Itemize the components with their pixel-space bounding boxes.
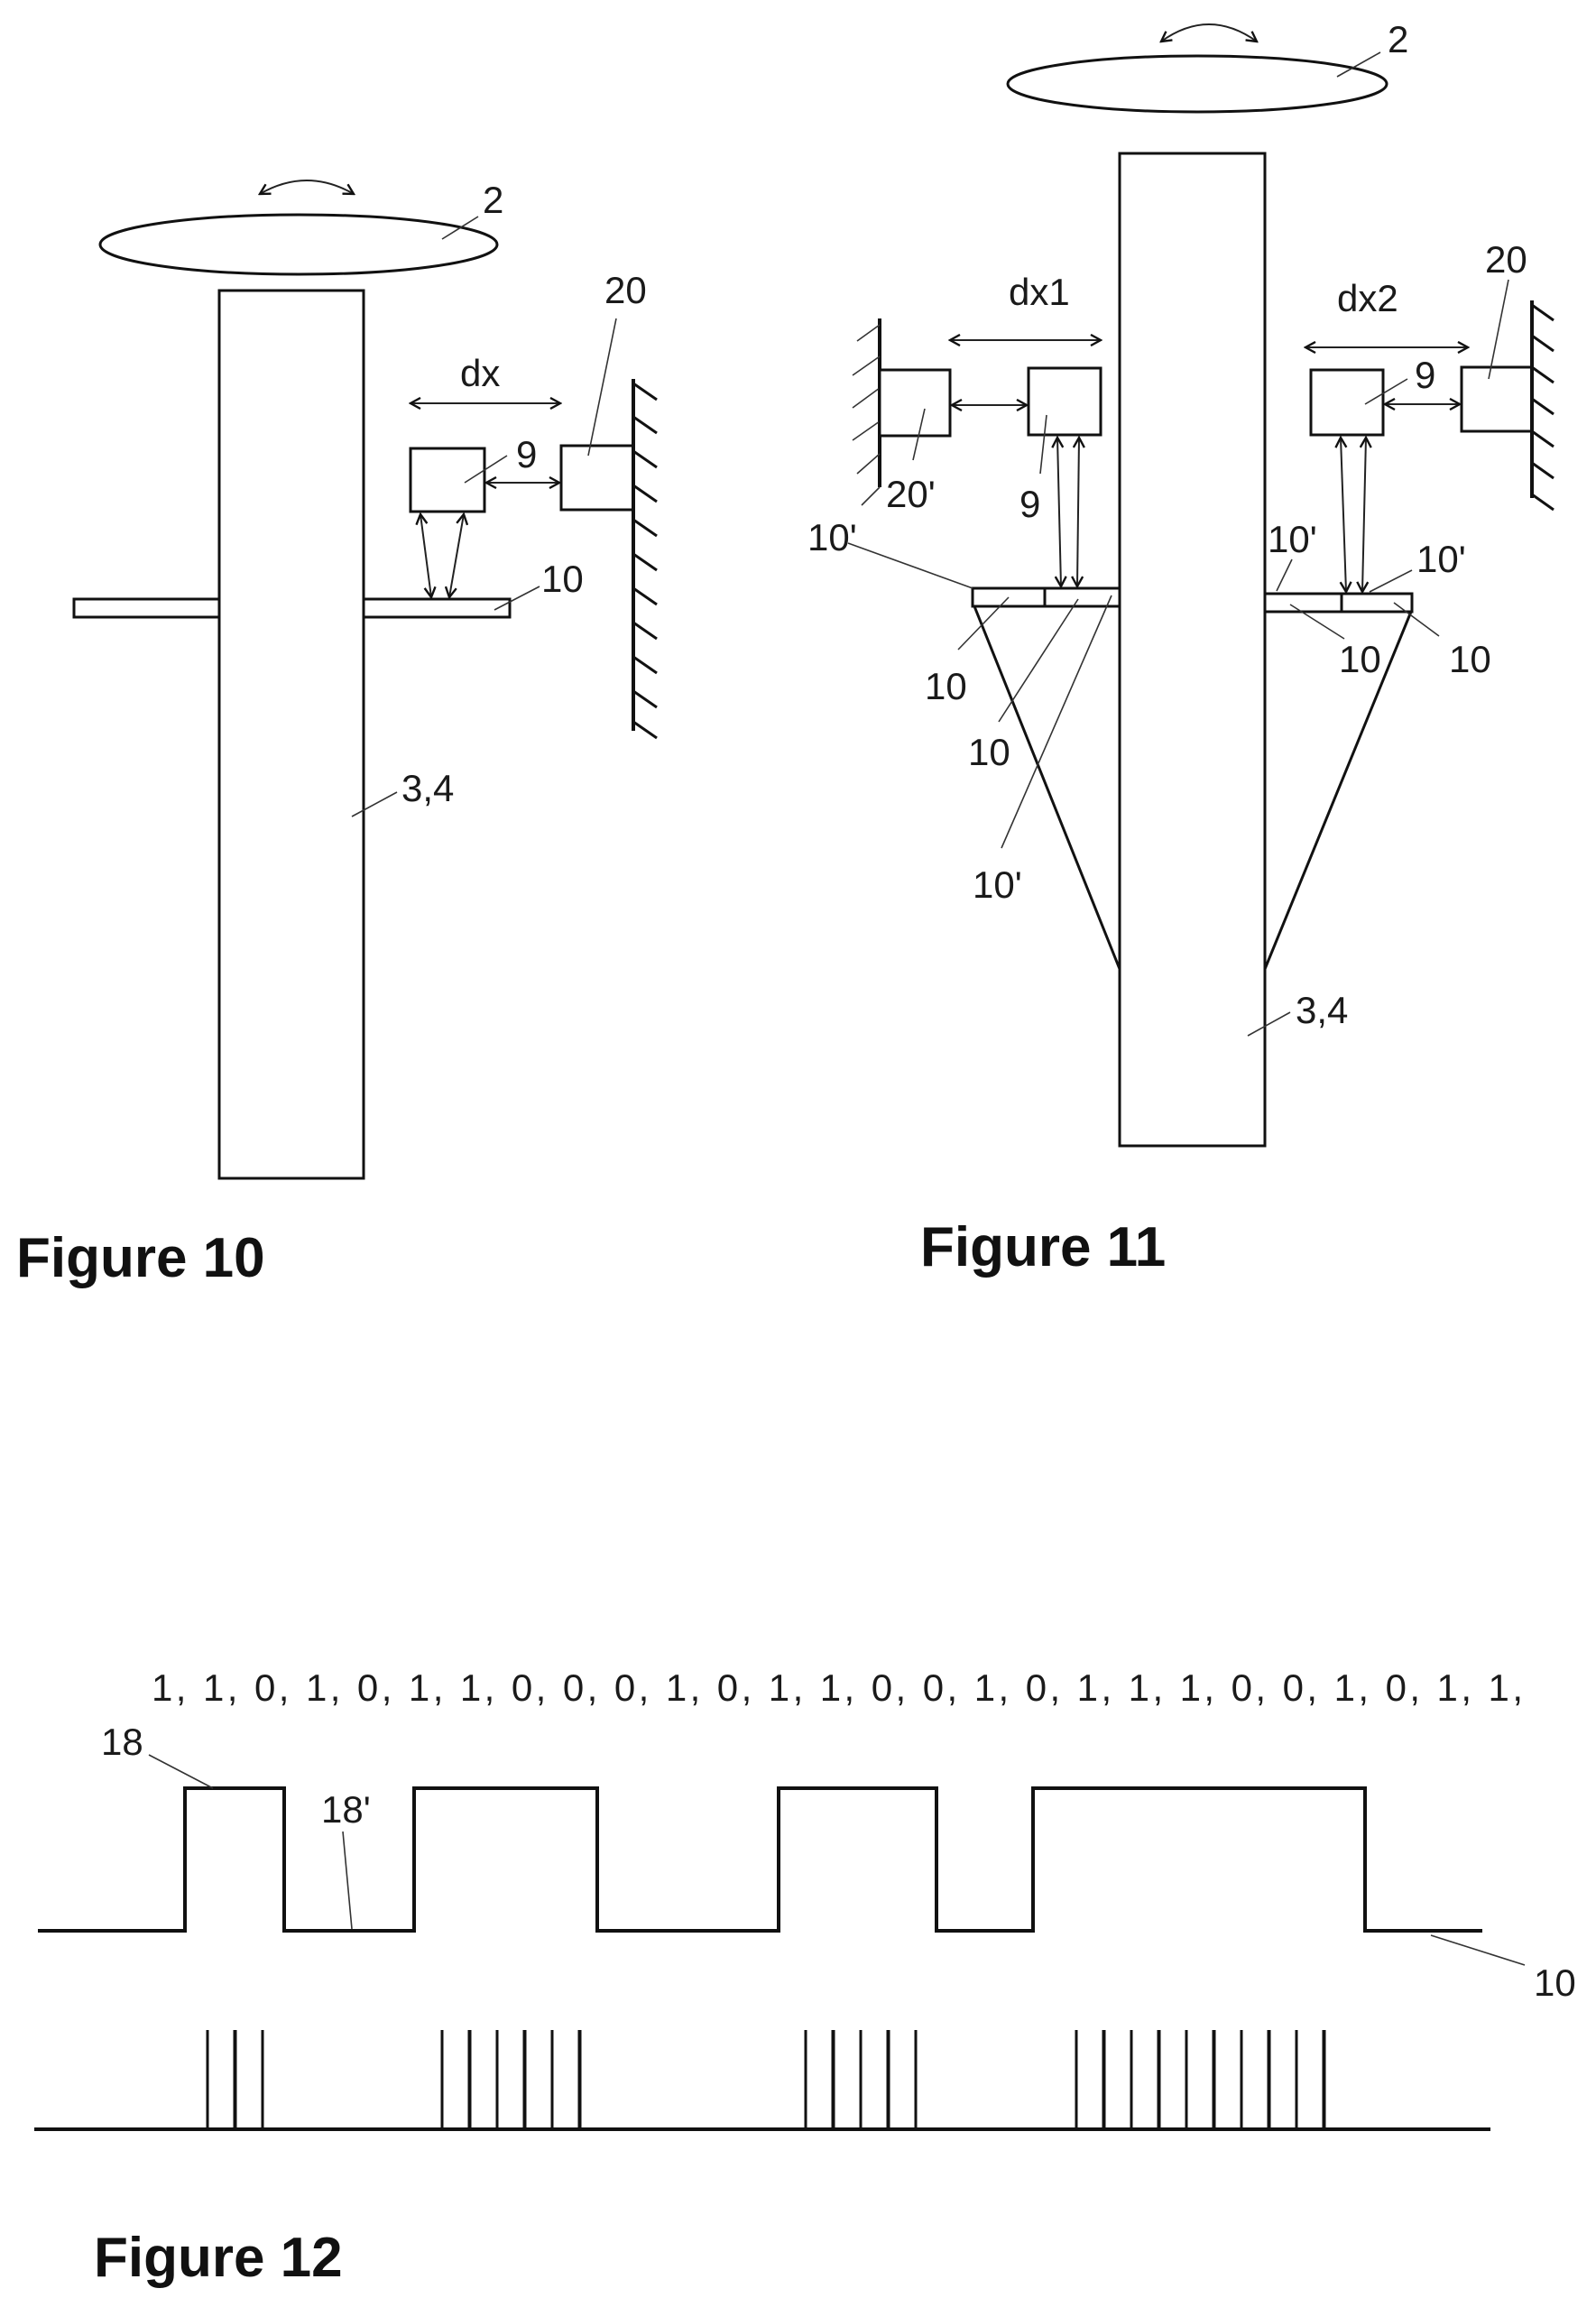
leader-line — [1431, 1935, 1525, 1965]
label-low-level: 18' — [321, 1788, 371, 1831]
label-target-prime-d: 10' — [1416, 538, 1466, 580]
column — [219, 291, 364, 1178]
label-distance-left: dx1 — [1009, 271, 1070, 313]
label-reference-right: 20 — [1485, 238, 1527, 281]
label-reference-left: 20' — [886, 473, 936, 515]
label-target-d: 10 — [1449, 638, 1491, 680]
label-target-c: 10 — [1339, 638, 1381, 680]
measurement-beams — [420, 514, 464, 597]
label-rotor: 2 — [483, 179, 503, 221]
label-target-prime-c: 10' — [1268, 518, 1317, 560]
leader-line — [1370, 570, 1412, 592]
left-cone — [974, 606, 1120, 969]
fixed-wall-left — [853, 318, 880, 505]
sensor-box-left — [1029, 368, 1101, 435]
label-distance: dx — [460, 352, 500, 394]
rotation-arrow-icon — [260, 180, 354, 194]
label-sensor: 9 — [516, 433, 537, 475]
reference-box-right — [1462, 367, 1532, 431]
leader-line — [1489, 280, 1508, 379]
label-high-level: 18 — [101, 1721, 143, 1763]
measurement-beams-right — [1341, 438, 1366, 592]
label-distance-right: dx2 — [1337, 277, 1398, 319]
column — [1120, 153, 1265, 1146]
bit-sequence: 1, 1, 0, 1, 0, 1, 1, 0, 0, 0, 1, 0, 1, 1… — [152, 1666, 1523, 1709]
label-target-prime-b: 10' — [973, 863, 1022, 906]
square-wave-signal — [38, 1788, 1482, 1931]
reference-box-left — [880, 370, 950, 436]
label-target-b: 10 — [968, 731, 1010, 773]
right-cone — [1265, 612, 1411, 969]
figure-10: 2 3,4 10 dx 9 20 — [16, 179, 657, 1289]
reference-box — [561, 446, 633, 510]
label-column: 3,4 — [1296, 989, 1348, 1031]
label-column: 3,4 — [401, 767, 454, 809]
fixed-wall-right — [1532, 300, 1554, 510]
leader-line — [1277, 559, 1292, 591]
label-target-prime-a: 10' — [807, 516, 857, 558]
target-strip-right-inner — [1265, 594, 1342, 612]
leader-line — [1394, 603, 1439, 636]
label-sensor-left: 9 — [1019, 483, 1040, 525]
leader-line — [999, 599, 1078, 722]
label-signal: 10 — [1534, 1961, 1576, 2004]
label-sensor-right: 9 — [1415, 354, 1435, 396]
label-reference: 20 — [604, 269, 647, 311]
pulse-train — [208, 2030, 1324, 2129]
leader-line — [442, 217, 478, 239]
sensor-box-right — [1311, 370, 1383, 435]
figure-11-title: Figure 11 — [920, 1216, 1166, 1278]
rotor-disc — [100, 215, 497, 274]
label-rotor: 2 — [1388, 18, 1408, 60]
fixed-wall — [633, 379, 657, 738]
rotation-arrow-icon — [1161, 24, 1257, 42]
figure-12: 1, 1, 0, 1, 0, 1, 1, 0, 0, 0, 1, 0, 1, 1… — [34, 1666, 1576, 2289]
figure-12-title: Figure 12 — [94, 2227, 343, 2289]
label-target: 10 — [541, 558, 584, 600]
rotor-disc — [1008, 56, 1387, 112]
leader-line — [343, 1832, 352, 1929]
leader-line — [149, 1755, 213, 1788]
figure-11: 2 3,4 20' 9 dx1 — [807, 18, 1554, 1278]
leader-line — [588, 318, 616, 456]
label-target-a: 10 — [925, 665, 967, 707]
target-plate-right — [364, 599, 510, 617]
measurement-beams-left — [1057, 438, 1079, 586]
target-plate-left — [74, 599, 220, 617]
leader-line — [848, 543, 973, 588]
figure-10-title: Figure 10 — [16, 1227, 265, 1289]
sensor-box — [411, 448, 484, 512]
